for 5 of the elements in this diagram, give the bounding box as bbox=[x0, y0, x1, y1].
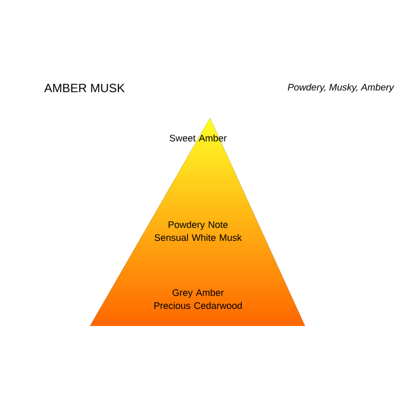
descriptor-text: Powdery, Musky, Ambery bbox=[288, 84, 394, 92]
note-label: Grey Amber Precious Cedarwood bbox=[154, 289, 242, 309]
note-label: Powdery Note Sensual White Musk bbox=[154, 221, 242, 241]
title: AMBER MUSK bbox=[44, 84, 125, 92]
pyramid bbox=[90, 118, 305, 326]
